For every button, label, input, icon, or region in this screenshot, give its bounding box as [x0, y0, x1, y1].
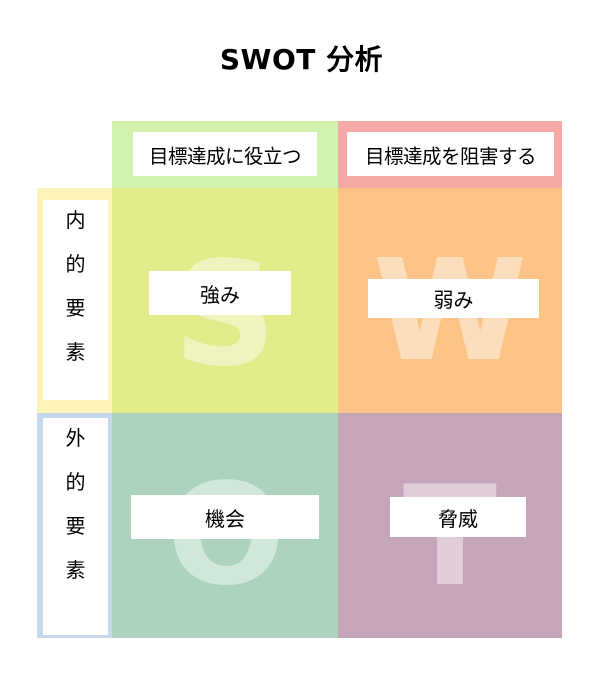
row-external-char-4: 素: [65, 558, 86, 582]
weaknesses-label: 弱み: [368, 279, 539, 318]
strengths-label: 強み: [149, 271, 291, 315]
threats-letter-watermark: T: [390, 468, 510, 606]
row-internal-char-3: 要: [65, 296, 86, 320]
row-external-char-1: 外: [65, 426, 86, 450]
row-internal-char-2: 的: [65, 252, 86, 276]
row-header-external-label: 外 的 要 素: [43, 418, 108, 635]
column-header-harmful-label: 目標達成を阻害する: [347, 132, 554, 176]
column-header-helpful-label: 目標達成に役立つ: [133, 132, 317, 176]
row-external-char-2: 的: [65, 470, 86, 494]
row-internal-char-1: 内: [65, 208, 86, 232]
row-header-internal-label: 内 的 要 素: [43, 200, 108, 400]
opportunities-label: 機会: [131, 495, 319, 539]
row-external-char-3: 要: [65, 514, 86, 538]
row-internal-char-4: 素: [65, 340, 86, 364]
page-title: SWOT 分析: [219, 43, 384, 76]
threats-label: 脅威: [390, 497, 526, 537]
